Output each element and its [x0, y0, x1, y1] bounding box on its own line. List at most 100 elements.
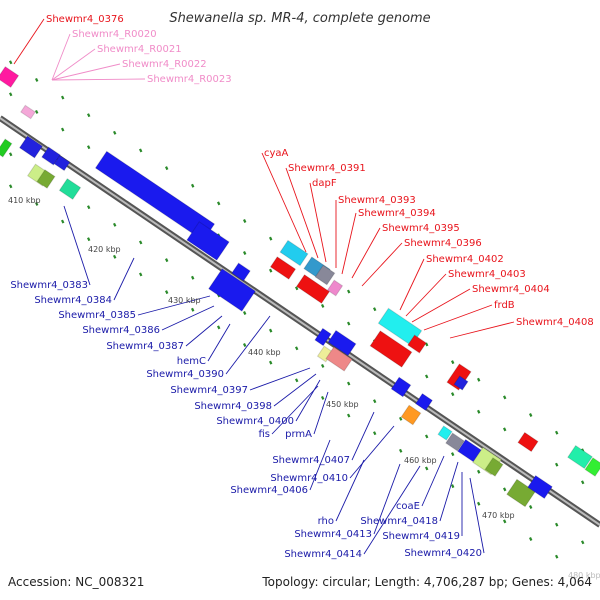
- tick-mark: [347, 321, 351, 326]
- gene-feature: [326, 279, 344, 297]
- gene-feature: [400, 404, 422, 426]
- tick-mark: [113, 130, 117, 135]
- tick-mark: [269, 360, 273, 365]
- tick-mark: [425, 342, 429, 347]
- tick-mark: [87, 113, 91, 118]
- gene-label-reverse: Shewmr4_0407: [272, 455, 350, 466]
- leader-line: [309, 439, 331, 491]
- leader-line: [261, 152, 307, 253]
- tick-mark: [243, 219, 247, 223]
- tick-mark: [191, 275, 195, 280]
- gene-feature: [41, 146, 61, 166]
- tick-mark: [347, 289, 351, 294]
- tick-mark: [35, 77, 39, 82]
- leader-line: [363, 465, 421, 555]
- gene-label-reverse: Shewmr4_0397: [170, 385, 248, 396]
- gene-label-forward: Shewmr4_0396: [404, 238, 482, 249]
- tick-mark: [477, 377, 481, 382]
- tick-mark: [217, 201, 221, 206]
- tick-mark: [581, 540, 585, 545]
- map-title: Shewanella sp. MR-4, complete genome: [169, 11, 430, 26]
- gene-label-forward: Shewmr4_0404: [472, 284, 550, 295]
- scale-label: 430 kbp: [168, 296, 201, 305]
- gene-feature: [0, 66, 20, 88]
- tick-mark: [529, 505, 533, 509]
- tick-mark: [295, 378, 299, 383]
- gene-label-reverse: rho: [318, 516, 334, 527]
- tick-mark: [61, 95, 65, 100]
- gene-label-rna: Shewmr4_R0022: [122, 59, 207, 70]
- leader-line: [51, 33, 71, 81]
- tick-mark: [295, 286, 299, 291]
- leader-line: [313, 391, 329, 435]
- tick-mark: [295, 346, 299, 351]
- tick-mark: [399, 448, 403, 453]
- gene-label-top: Shewmr4_0376: [46, 14, 124, 25]
- leader-line: [273, 373, 317, 407]
- leader-line: [373, 463, 401, 535]
- genome-backbone-highlight: [0, 117, 600, 526]
- tick-mark: [217, 325, 221, 330]
- tick-mark: [35, 109, 39, 114]
- gene-label-reverse: Shewmr4_0410: [270, 473, 348, 484]
- tick-mark: [373, 399, 377, 404]
- tick-mark: [35, 201, 39, 206]
- tick-mark: [503, 487, 507, 492]
- tick-mark: [113, 254, 117, 259]
- gene-label-reverse: Shewmr4_0419: [382, 531, 460, 542]
- gene-features: [0, 66, 600, 508]
- leader-line: [309, 182, 327, 263]
- gene-feature: [269, 256, 297, 280]
- scale-label: 440 kbp: [248, 348, 281, 357]
- leader-line: [137, 295, 211, 316]
- tick-mark: [425, 434, 429, 439]
- gene-labels: Shewmr4_0376Shewmr4_R0020Shewmr4_R0021Sh…: [10, 14, 593, 560]
- gene-label-forward: Shewmr4_0394: [358, 208, 436, 219]
- leader-line: [335, 459, 365, 522]
- leader-line: [271, 385, 319, 435]
- gene-feature: [327, 329, 357, 357]
- tick-mark: [243, 311, 247, 315]
- gene-label-reverse: Shewmr4_0406: [230, 485, 308, 496]
- tick-mark: [9, 60, 13, 65]
- gene-label-forward: Shewmr4_0395: [382, 223, 460, 234]
- gene-feature: [314, 264, 336, 286]
- scale-label: 420 kbp: [88, 245, 121, 254]
- tick-mark: [451, 452, 455, 457]
- tick-mark: [399, 416, 403, 421]
- gene-label-reverse: Shewmr4_0413: [294, 529, 372, 540]
- tick-mark: [555, 462, 559, 467]
- gene-feature: [295, 274, 331, 304]
- tick-mark: [191, 183, 195, 188]
- scale-label: 450 kbp: [326, 400, 359, 409]
- tick-mark: [243, 343, 247, 347]
- gene-label-reverse: Shewmr4_0398: [194, 401, 272, 412]
- gene-label-forward: Shewmr4_0393: [338, 195, 416, 206]
- leader-line: [51, 48, 96, 81]
- gene-feature: [437, 425, 453, 441]
- gene-feature: [36, 169, 56, 189]
- topology-text: Topology: circular; Length: 4,706,287 bp…: [261, 575, 592, 589]
- gene-label-forward: Shewmr4_0402: [426, 254, 504, 265]
- leader-line: [225, 315, 271, 375]
- gene-label-forward: Shewmr4_0391: [288, 163, 366, 174]
- tick-mark: [9, 152, 13, 157]
- gene-feature: [407, 334, 427, 354]
- accession-text: Accession: NC_008321: [8, 575, 144, 589]
- tick-mark: [139, 272, 143, 277]
- scale-label: 480 kbp: [568, 571, 600, 580]
- tick-mark: [165, 290, 169, 295]
- gene-feature: [186, 221, 230, 261]
- leader-line: [113, 257, 135, 301]
- gene-feature: [567, 444, 593, 470]
- leader-line: [63, 205, 91, 286]
- leader-line: [207, 323, 231, 362]
- tick-mark: [347, 381, 351, 386]
- tick-mark: [477, 469, 481, 474]
- gene-feature: [314, 327, 332, 347]
- tick-mark: [555, 430, 559, 435]
- tick-mark: [425, 374, 429, 379]
- tick-mark: [477, 409, 481, 414]
- gene-label-reverse: Shewmr4_0385: [58, 310, 136, 321]
